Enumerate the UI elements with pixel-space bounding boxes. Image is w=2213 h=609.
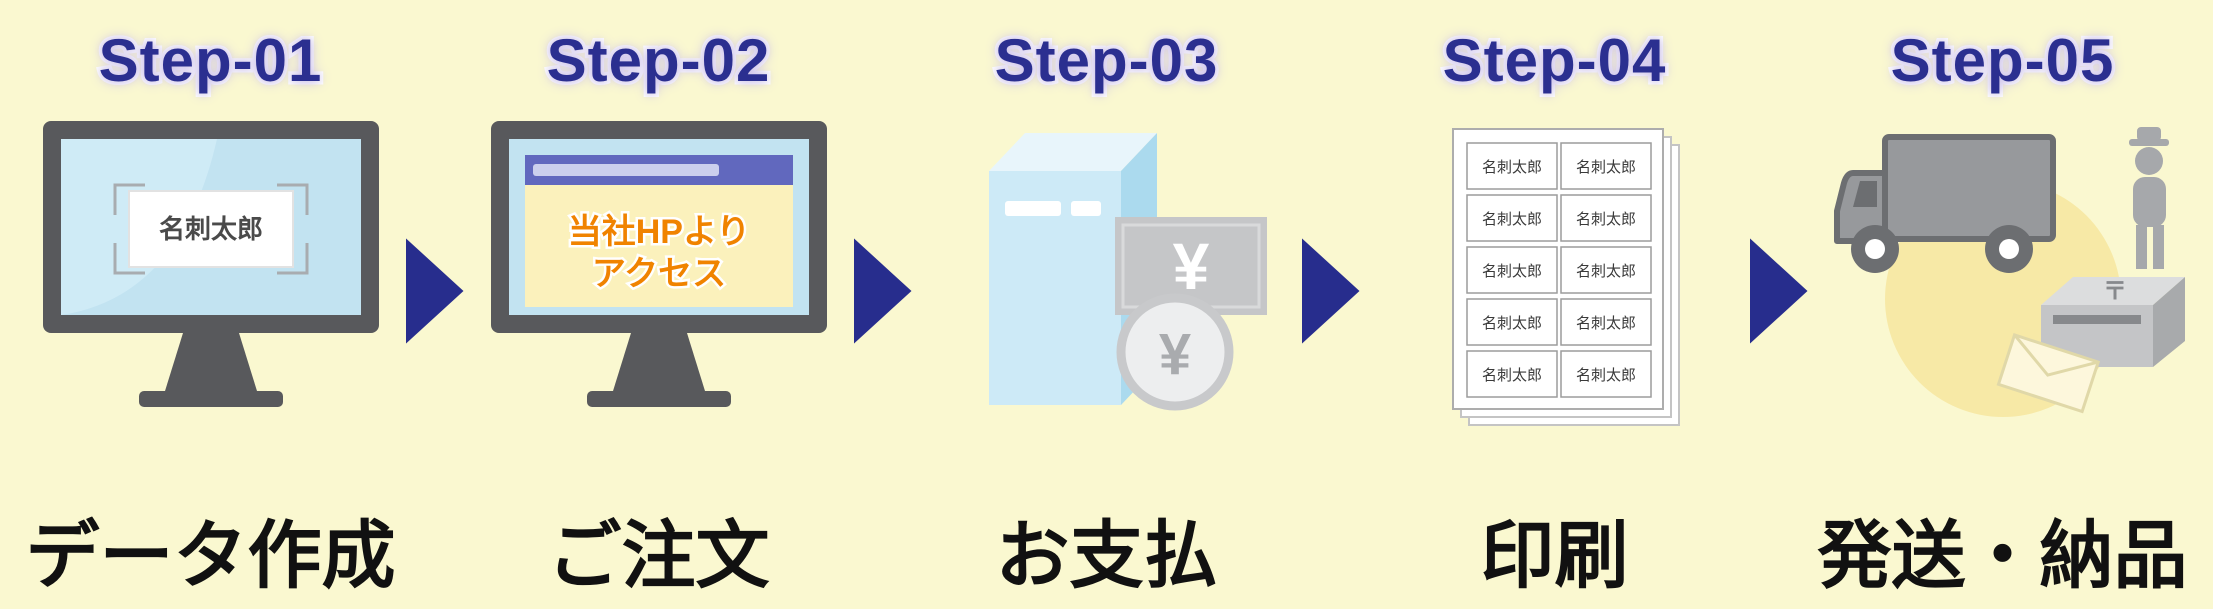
delivery-person-icon [2128,127,2169,269]
print-sheet-icon: 名刺太郎名刺太郎 名刺太郎名刺太郎 名刺太郎名刺太郎 名刺太郎名刺太郎 名刺太郎… [1451,128,1680,426]
arrow-right-icon [405,238,464,344]
browser-monitor-icon: 当社HPより アクセス [490,121,827,407]
step-05-caption: 発送・納品 [1817,514,2188,597]
monitor-browser-icon: 当社HPより アクセス [469,109,849,439]
svg-text:名刺太郎: 名刺太郎 [1575,315,1635,332]
step-02-caption: ご注文 [547,514,770,597]
step-02-title: Step-02 [543,24,773,98]
svg-text:名刺太郎: 名刺太郎 [1575,159,1635,176]
card-grid [1465,142,1652,398]
svg-text:名刺太郎: 名刺太郎 [1575,211,1635,228]
step-01-title: Step-01 [95,24,325,98]
arrow-right-icon [1749,238,1808,344]
step-03: Step-03 ¥ ¥ [912,0,1302,609]
step-04-title: Step-04 [1439,24,1669,98]
svg-text:名刺太郎: 名刺太郎 [1575,367,1635,384]
browser-text-line2: アクセス [591,255,725,293]
postal-machine-icon: 〒 [1996,277,2185,414]
step-01-caption: データ作成 [25,514,396,597]
step-04-caption: 印刷 [1480,514,1629,597]
svg-text:名刺太郎: 名刺太郎 [1481,263,1541,280]
step-05: Step-05 [1808,0,2198,609]
svg-text:名刺太郎: 名刺太郎 [1481,315,1541,332]
payment-machine-icon: ¥ ¥ [917,109,1297,439]
step-04: Step-04 名刺太郎名刺太郎 名刺太郎名刺太郎 名刺太郎名刺太郎 名刺太郎 [1360,0,1750,609]
browser-window: 当社HPより アクセス [524,155,793,307]
arrow-right-icon [1301,238,1360,344]
business-card [127,190,294,268]
banknote-icon: ¥ [1114,217,1267,315]
arrow-right-icon [853,238,912,344]
browser-text-line1: 当社HPより [567,213,750,251]
postal-mark: 〒 [2103,278,2127,305]
step-03-caption: お支払 [995,514,1218,597]
step-01: Step-01 名刺太郎 データ作成 [16,0,406,609]
business-card-text: 名刺太郎 [158,214,262,244]
step-02: Step-02 当社HPより アクセス ご注文 [464,0,854,609]
envelope-icon [1996,332,2100,414]
address-bar [532,164,719,176]
crop-marks-icon [113,183,308,275]
yen-bill-symbol: ¥ [1172,229,1209,303]
truck-icon [1833,134,2056,273]
yen-coin-symbol: ¥ [1158,322,1190,387]
monitor-business-card-icon: 名刺太郎 [21,109,401,439]
svg-text:名刺太郎: 名刺太郎 [1575,263,1635,280]
monitor-icon: 名刺太郎 [42,121,379,407]
delivery-truck-icon: 〒 [1833,127,2185,417]
card-grid-labels: 名刺太郎名刺太郎 名刺太郎名刺太郎 名刺太郎名刺太郎 名刺太郎名刺太郎 名刺太郎… [1481,159,1635,384]
coin-icon: ¥ [1116,293,1233,411]
delivery-icon: 〒 [1813,109,2193,439]
svg-text:名刺太郎: 名刺太郎 [1481,211,1541,228]
step-05-title: Step-05 [1887,24,2117,98]
svg-text:名刺太郎: 名刺太郎 [1481,159,1541,176]
business-card-sheet-icon: 名刺太郎名刺太郎 名刺太郎名刺太郎 名刺太郎名刺太郎 名刺太郎名刺太郎 名刺太郎… [1365,109,1745,439]
step-03-title: Step-03 [991,24,1221,98]
svg-text:名刺太郎: 名刺太郎 [1481,367,1541,384]
payment-icon: ¥ ¥ [988,133,1267,411]
